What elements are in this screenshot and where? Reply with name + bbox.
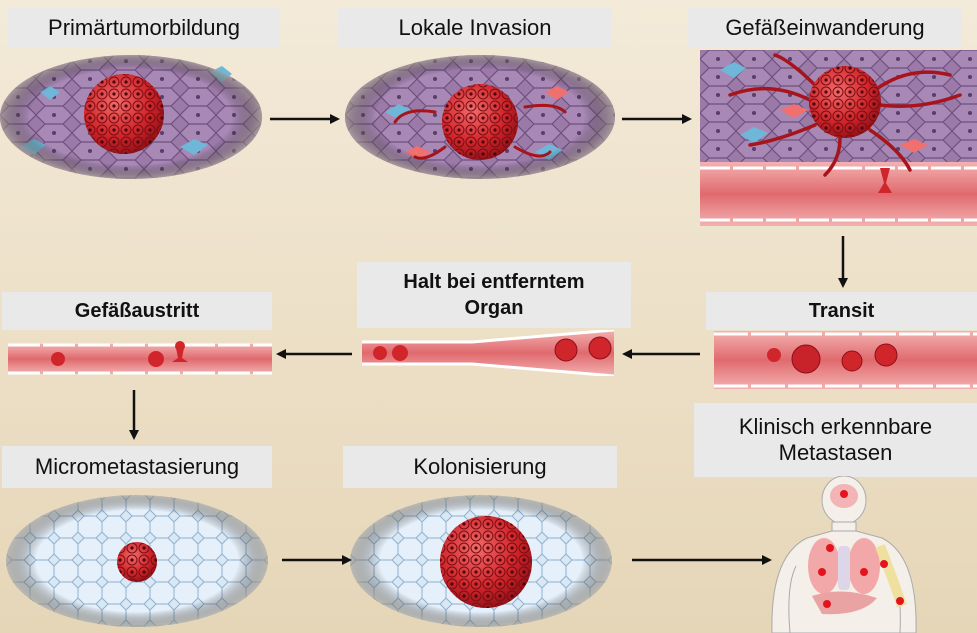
tumor-cell (555, 339, 577, 361)
metastasis-dot (880, 560, 888, 568)
label-micrometastasis: Micrometastasierung (2, 446, 272, 488)
arrow-micrometastasis-to-colonization (282, 553, 352, 567)
label-arrest-line2: Organ (465, 295, 524, 321)
label-clinical: Klinisch erkennbare Metastasen (694, 403, 977, 477)
arrow-invasion-to-intravasation (622, 112, 692, 126)
panel-intravasation (700, 50, 977, 230)
panel-transit (714, 331, 977, 389)
arrow-extravasation-to-micrometastasis (127, 390, 141, 440)
tumor-cell (373, 346, 387, 360)
label-colonization: Kolonisierung (343, 446, 617, 488)
label-arrest-line1: Halt bei entferntem (403, 269, 584, 295)
label-local-invasion: Lokale Invasion (338, 8, 612, 48)
arrow-transit-to-arrest (622, 347, 700, 361)
arrow-primary-to-invasion (270, 112, 340, 126)
label-clinical-line2: Metastasen (779, 440, 893, 466)
arrow-arrest-to-extravasation (276, 347, 352, 361)
tumor-cell (392, 345, 408, 361)
panel-clinical-metastases (752, 476, 942, 633)
tumor-cell (792, 345, 820, 373)
tumor-cell (842, 351, 862, 371)
metastasis-dot (826, 544, 834, 552)
panel-micrometastasis (6, 494, 268, 629)
tumor-cell (51, 352, 65, 366)
label-clinical-line1: Klinisch erkennbare (739, 414, 932, 440)
label-transit: Transit (706, 292, 977, 330)
arrow-colonization-to-clinical (632, 553, 772, 567)
metastasis-dot (840, 490, 848, 498)
metastasis-dot (823, 600, 831, 608)
panel-arrest (362, 330, 614, 376)
tumor-cell (589, 337, 611, 359)
label-extravasation: Gefäßaustritt (2, 292, 272, 330)
tumor-cell (148, 351, 164, 367)
label-primary-tumor: Primärtumorbildung (8, 8, 280, 48)
arrow-intravasation-to-transit (836, 236, 850, 288)
tumor-cell (875, 344, 897, 366)
panel-local-invasion (345, 52, 615, 182)
panel-primary-tumor (0, 52, 262, 182)
metastasis-dot (860, 568, 868, 576)
metastasis-dot (818, 568, 826, 576)
label-intravasation: Gefäßeinwanderung (688, 8, 962, 48)
panel-colonization (350, 494, 612, 629)
label-arrest: Halt bei entferntem Organ (357, 262, 631, 328)
panel-extravasation (8, 340, 272, 378)
metastasis-dot (896, 597, 904, 605)
vessel-wall (700, 162, 977, 226)
tumor-cell (767, 348, 781, 362)
